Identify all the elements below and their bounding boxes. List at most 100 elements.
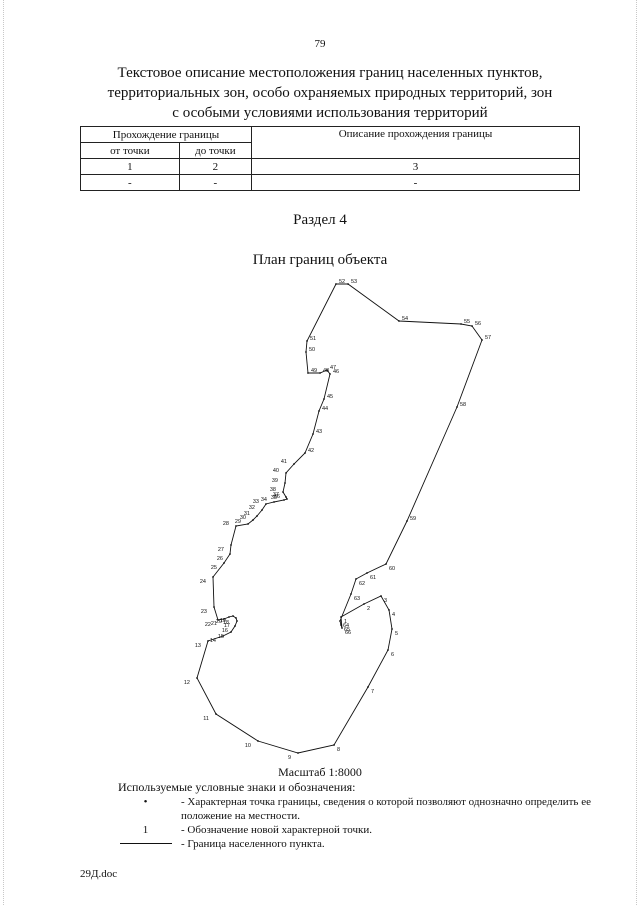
- boundary-points: 1234567891011121314151617181920212223242…: [184, 279, 491, 761]
- boundary-point-label: 47: [330, 365, 336, 371]
- boundary-point-label: 65: [344, 627, 350, 633]
- boundary-point-marker: [284, 482, 286, 484]
- boundary-point-marker: [223, 618, 225, 620]
- boundary-point-marker: [236, 620, 238, 622]
- document-title-line: Текстовое описание местоположения границ…: [117, 65, 543, 81]
- boundary-point-label: 8: [337, 747, 340, 753]
- boundary-point-marker: [326, 369, 328, 371]
- boundary-point-label: 43: [316, 429, 322, 435]
- boundary-point-label: 44: [322, 406, 328, 412]
- boundary-point-marker: [222, 635, 224, 637]
- boundary-point-marker: [293, 463, 295, 465]
- boundary-point-label: 1: [344, 619, 347, 625]
- boundary-point-marker: [385, 563, 387, 565]
- boundary-point-label: 5: [395, 631, 398, 637]
- boundary-point-marker: [261, 509, 263, 511]
- boundary-point-label: 58: [460, 402, 466, 408]
- boundary-point-label: 2: [367, 606, 370, 612]
- boundary-point-label: 9: [288, 755, 291, 761]
- document-title-line: с особыми условиями использования террит…: [172, 105, 488, 121]
- boundary-point-label: 13: [195, 643, 201, 649]
- boundary-point-marker: [273, 501, 275, 503]
- boundary-point-label: 11: [203, 716, 209, 722]
- table-row: - - -: [80, 174, 580, 191]
- table-cell: -: [251, 174, 580, 191]
- boundary-point-label: 6: [391, 652, 394, 658]
- boundary-point-marker: [257, 740, 259, 742]
- legend-symbol-line: [118, 837, 173, 851]
- boundary-point-marker: [387, 649, 389, 651]
- boundary-point-marker: [230, 544, 232, 546]
- boundary-point-label: 23: [201, 609, 207, 615]
- boundary-point-marker: [391, 628, 393, 630]
- boundary-point-marker: [350, 593, 352, 595]
- boundary-point-marker: [234, 625, 236, 627]
- boundary-point-marker: [228, 616, 230, 618]
- boundary-point-label: 64: [343, 623, 349, 629]
- boundary-point-label: 56: [475, 321, 481, 327]
- legend-text: - Характерная точка границы, сведения о …: [181, 796, 591, 822]
- boundary-point-label: 35: [271, 495, 277, 501]
- boundary-point-label: 57: [485, 335, 491, 341]
- boundary-point-marker: [406, 520, 408, 522]
- boundary-point-label: 28: [223, 521, 229, 527]
- boundary-point-label: 53: [351, 279, 357, 285]
- boundary-point-label: 45: [327, 394, 333, 400]
- boundary-description-table: Прохождение границы Описание прохождения…: [80, 126, 580, 191]
- boundary-point-marker: [217, 619, 219, 621]
- boundary-point-label: 7: [371, 689, 374, 695]
- boundary-point-label: 40: [273, 468, 279, 474]
- legend-text: - Обозначение новой характерной точки.: [181, 824, 373, 836]
- boundary-point-marker: [215, 713, 217, 715]
- boundary-point-label: 59: [410, 516, 416, 522]
- boundary-point-marker: [341, 627, 343, 629]
- boundary-point-marker: [207, 640, 209, 642]
- boundary-point-label: 19: [220, 618, 226, 624]
- boundary-point-marker: [297, 752, 299, 754]
- table-head-boundary-passage: Прохождение границы: [80, 126, 252, 143]
- boundary-point-label: 22: [205, 622, 211, 628]
- boundary-point-label: 18: [223, 620, 229, 626]
- boundary-point-label: 39: [272, 478, 278, 484]
- boundary-point-label: 62: [359, 581, 365, 587]
- boundary-point-marker: [329, 373, 331, 375]
- boundary-point-marker: [363, 603, 365, 605]
- boundary-point-label: 26: [217, 556, 223, 562]
- boundary-point-marker: [285, 496, 287, 498]
- boundary-point-marker: [213, 606, 215, 608]
- table-head-description: Описание прохождения границы: [251, 126, 580, 159]
- boundary-point-label: 38: [270, 487, 276, 493]
- boundary-point-marker: [347, 283, 349, 285]
- boundary-point-marker: [196, 677, 198, 679]
- boundary-point-label: 27: [218, 547, 224, 553]
- boundary-point-marker: [286, 498, 288, 500]
- boundary-point-marker: [232, 615, 234, 617]
- boundary-point-label: 55: [464, 319, 470, 325]
- boundary-point-marker: [235, 525, 237, 527]
- section-title: Раздел 4: [293, 212, 347, 228]
- boundary-point-marker: [367, 686, 369, 688]
- page-number: 79: [314, 38, 326, 50]
- boundary-point-label: 16: [222, 628, 228, 634]
- boundary-point-marker: [304, 452, 306, 454]
- boundary-point-label: 3: [384, 598, 387, 604]
- boundary-point-marker: [247, 523, 249, 525]
- boundary-point-marker: [319, 372, 321, 374]
- boundary-point-label: 15: [218, 634, 224, 640]
- boundary-point-marker: [265, 503, 267, 505]
- boundary-point-label: 30: [240, 515, 246, 521]
- boundary-point-marker: [283, 499, 285, 501]
- document-title-line: территориальных зон, особо охраняемых пр…: [107, 85, 553, 101]
- boundary-point-label: 46: [333, 369, 339, 375]
- boundary-point-label: 24: [200, 579, 206, 585]
- boundary-point-label: 66: [345, 630, 351, 636]
- boundary-point-marker: [460, 323, 462, 325]
- boundary-point-label: 17: [224, 623, 230, 629]
- boundary-point-label: 49: [311, 368, 317, 374]
- boundary-point-label: 54: [402, 316, 408, 322]
- boundary-point-marker: [305, 351, 307, 353]
- boundary-point-marker: [235, 617, 237, 619]
- legend-title: Используемые условные знаки и обозначени…: [118, 780, 356, 794]
- legend-text: - Граница населенного пункта.: [181, 838, 325, 850]
- boundary-point-marker: [285, 472, 287, 474]
